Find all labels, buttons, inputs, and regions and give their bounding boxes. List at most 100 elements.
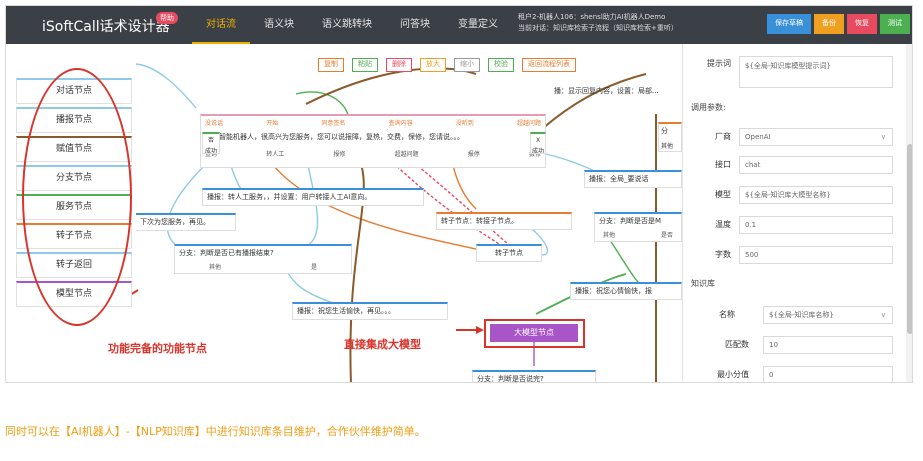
min-score-input[interactable]: 0	[763, 366, 893, 382]
vendor-select[interactable]: OpenAI ∨	[739, 128, 893, 146]
validate-button[interactable]: 校验	[488, 58, 514, 72]
property-panel: 提示词 ${全局-知识库模型提示词} 调用参数: 厂商 OpenAI ∨ 接口 …	[682, 44, 912, 382]
flow-connectors	[112, 63, 657, 382]
broadcast-node-mood[interactable]: 播报：祝您心情愉快，报	[570, 282, 682, 300]
restore-button[interactable]: 恢复	[847, 14, 877, 34]
dialog-tab-agree[interactable]: 同意签名	[321, 120, 346, 127]
chevron-down-icon: ∨	[880, 311, 886, 319]
annotation-llm-integration: 直接集成大模型	[344, 338, 421, 351]
branch-node-right-text: 分支：判断是否是M	[599, 217, 662, 225]
paste-button[interactable]: 粘贴	[352, 58, 378, 72]
caption-text: 同时可以在【AI机器人】-【NLP知识库】中进行知识库条目维护，合作伙伴维护简单…	[5, 425, 426, 438]
zoom-in-button[interactable]: 放大	[420, 58, 446, 72]
kb-name-label: 名称	[719, 310, 735, 319]
api-label: 接口	[715, 160, 731, 169]
llm-highlight-box	[484, 319, 585, 348]
right-cut-node[interactable]: 分 其他	[658, 122, 682, 152]
broadcast-node-goodbye[interactable]: 播报：祝您生活愉快，再见。。。	[292, 302, 448, 320]
chevron-down-icon: ∨	[880, 133, 886, 141]
llm-node[interactable]: 大模型节点	[490, 324, 578, 342]
current-dialog-line: 当前对话：知识库检索子流程（知识库检索+重听）	[518, 24, 678, 32]
nav-qa-block[interactable]: 问答块	[400, 19, 430, 30]
broadcast-node-global[interactable]: 播报：全局_要说话	[584, 170, 682, 188]
screenshot-frame: iSoftCall话术设计器 帮助 对话流 语义块 语义跳转块 问答块 变量定义…	[5, 5, 913, 383]
right-tag-close: X	[535, 137, 541, 144]
temperature-input[interactable]: 0.1	[739, 216, 893, 234]
branch-node-right[interactable]: 分支：判断是否是M 其他 是否	[594, 212, 682, 242]
backup-button[interactable]: 备份	[814, 14, 844, 34]
call-params-heading: 调用参数:	[691, 103, 726, 112]
dialog-node-right-tag[interactable]: X 成功	[530, 132, 546, 154]
right-cut-label: 分	[661, 127, 668, 135]
broadcast-node-transfer[interactable]: 播报：转人工服务，，并设置：用户转接人工AI意向。	[202, 188, 424, 206]
tenant-info: 租户2-机器人106：shensl助力AI机器人Demo 当前对话：知识库检索子…	[518, 12, 678, 34]
top-actions: 保存草稿 备份 恢复 测试	[767, 14, 910, 34]
tenant-line: 租户2-机器人106：shensl助力AI机器人Demo	[518, 13, 666, 21]
top-bar: iSoftCall话术设计器 帮助 对话流 语义块 语义跳转块 问答块 变量定义…	[6, 6, 912, 44]
nav-semantic-block[interactable]: 语义块	[264, 19, 294, 30]
branch-node-finished[interactable]: 分支：判断是否说完?	[472, 370, 596, 382]
dialog-exit-suspend[interactable]: 报停	[467, 151, 480, 158]
dialog-exit-repair[interactable]: 报修	[333, 151, 346, 158]
main-nav: 对话流 语义块 语义跳转块 问答块 变量定义	[192, 6, 512, 44]
nav-dialog-flow[interactable]: 对话流	[192, 6, 250, 44]
dialog-tab-start[interactable]: 开始	[266, 120, 279, 127]
canvas-toolbar: 复制 粘贴 删除 放大 缩小 校验 返回流程列表	[318, 58, 576, 72]
vendor-label: 厂商	[715, 132, 731, 141]
model-input[interactable]: ${全局-知识库大模型名称}	[739, 186, 893, 204]
help-badge[interactable]: 帮助	[156, 12, 178, 24]
app-title: iSoftCall话术设计器	[42, 19, 170, 35]
nav-semantic-jump-block[interactable]: 语义跳转块	[322, 19, 372, 30]
dialog-node-text: 我是智能机器人，很高兴为您服务，您可以说报障，复热，交费，保修，您请说。。。	[205, 133, 464, 141]
test-button[interactable]: 测试	[880, 14, 910, 34]
dialog-exit-transfer[interactable]: 转人工	[266, 151, 285, 158]
subflow-node-transfer[interactable]: 转子节点：转接子节点。	[436, 212, 572, 230]
tokens-input[interactable]: 500	[739, 246, 893, 264]
palette-highlight-ellipse	[22, 68, 132, 326]
model-label: 模型	[715, 190, 731, 199]
knowledge-base-heading: 知识库	[691, 279, 715, 288]
branch-exit-yes[interactable]: 是	[310, 264, 317, 271]
left-tag-success: 成功	[204, 148, 217, 154]
back-to-list-button[interactable]: 返回流程列表	[522, 58, 576, 72]
temperature-label: 温度	[715, 220, 731, 229]
annotation-full-nodes: 功能完备的功能节点	[108, 342, 207, 355]
prompt-label: 提示词	[707, 59, 731, 68]
tokens-label: 字数	[715, 250, 731, 259]
broadcast-node-left-cut[interactable]: 下次为您服务，再见。	[136, 213, 236, 231]
left-tag-no: 否	[207, 137, 214, 144]
dialog-tab-query[interactable]: 查询内容	[388, 120, 413, 127]
scrollbar-thumb[interactable]	[907, 144, 912, 334]
dialog-exit-beyond[interactable]: 超越问题	[394, 151, 419, 158]
branch-right-exit-no[interactable]: 是否	[660, 232, 673, 239]
branch-node-broadcast-end-text: 分支：判断是否已有播报结束?	[179, 249, 274, 257]
top-note: 播：显示回复内容，设置：局部...	[554, 87, 659, 95]
save-draft-button[interactable]: 保存草稿	[767, 14, 811, 34]
dialog-exit-query[interactable]: 查询	[205, 151, 218, 158]
kb-name-value: ${全局-知识库名称}	[769, 311, 834, 319]
dialog-node-left-tag[interactable]: 否 成功	[202, 132, 220, 154]
dialog-node-main[interactable]: 没说话 开始 同意签名 查询内容 没听到 超越问题 我是智能机器人，很高兴为您服…	[200, 114, 546, 168]
copy-button[interactable]: 复制	[318, 58, 344, 72]
nav-variable-definition[interactable]: 变量定义	[458, 19, 498, 30]
match-count-input[interactable]: 10	[763, 336, 893, 354]
api-input[interactable]: chat	[739, 156, 893, 174]
match-count-label: 匹配数	[725, 340, 749, 349]
right-cut-other: 其他	[661, 143, 674, 150]
panel-scrollbar[interactable]	[906, 44, 912, 382]
delete-button[interactable]: 删除	[386, 58, 412, 72]
dialog-exit-repair-2[interactable]: 报修	[528, 151, 541, 158]
zoom-out-button[interactable]: 缩小	[454, 58, 480, 72]
dialog-tab-beyond[interactable]: 超越问题	[516, 120, 541, 127]
branch-node-broadcast-end[interactable]: 分支：判断是否已有播报结束? 其他 是	[174, 244, 352, 274]
right-tag-success: 成功	[532, 148, 545, 154]
dialog-tab-silent[interactable]: 没说话	[205, 120, 224, 127]
branch-right-exit-other[interactable]: 其他	[603, 232, 616, 239]
min-score-label: 最小分值	[717, 370, 749, 379]
dialog-tab-not-heard[interactable]: 没听到	[455, 120, 474, 127]
branch-exit-other[interactable]: 其他	[209, 264, 222, 271]
kb-name-select[interactable]: ${全局-知识库名称} ∨	[763, 306, 893, 324]
prompt-textarea[interactable]: ${全局-知识库模型提示词}	[739, 56, 893, 88]
subflow-return-node[interactable]: 转子节点	[476, 244, 542, 262]
vendor-value: OpenAI	[745, 133, 771, 141]
